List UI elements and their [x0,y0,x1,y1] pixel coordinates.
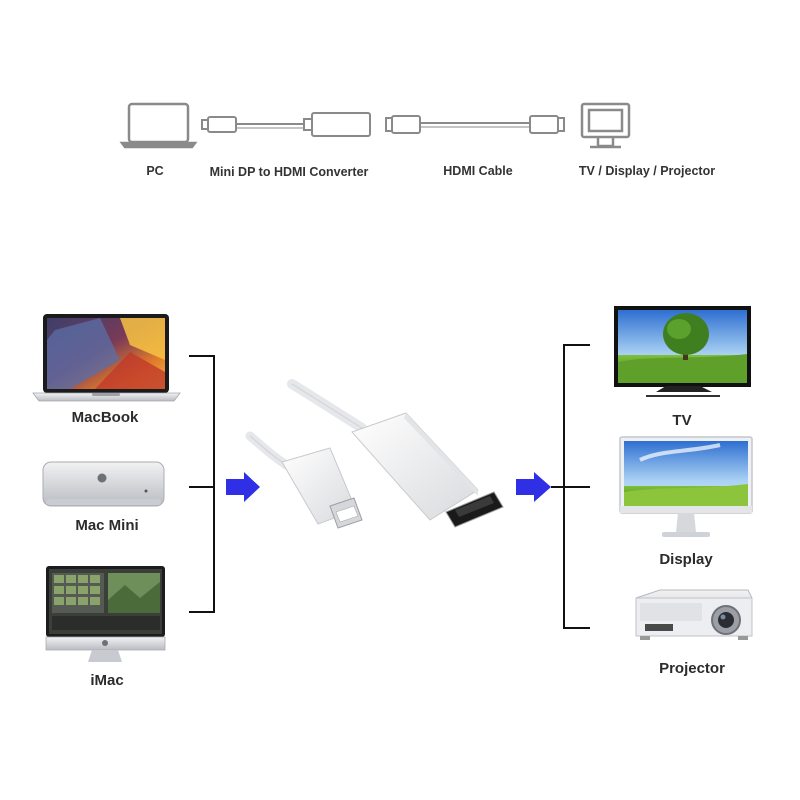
apple-logo-icon [97,473,107,483]
output-devices: TV Display Projector [614,306,753,677]
source-devices: MacBook Mac Mini [32,314,181,689]
projector-label: Projector [659,660,725,677]
converter-label: Mini DP to HDMI Converter [210,165,369,179]
hdmi-cable-icon [385,115,565,134]
right-arrow-icon [516,472,551,502]
display-image [619,436,753,537]
tv-display-projector-label: TV / Display / Projector [579,164,715,178]
monitor-outline-icon [580,102,631,149]
imac-label: iMac [90,672,123,689]
projector-image [635,589,753,640]
mac-mini-image [42,461,165,507]
mini-dp-plug-icon [201,116,237,133]
apple-logo-icon [102,640,108,646]
left-bracket [189,355,215,613]
macbook-label: MacBook [72,409,139,426]
macbook-image [32,314,181,402]
converter-body-icon [303,112,371,137]
tv-label: TV [672,412,691,429]
right-bracket [551,344,590,629]
top-chain: PC Mini DP to HDMI Converter HDMI Cable … [119,102,715,179]
laptop-outline-icon [119,102,198,149]
tv-image [614,306,751,397]
imac-image [45,566,166,662]
left-arrow-icon [226,472,260,502]
adapter-image [245,379,504,529]
display-label: Display [659,551,713,568]
mac-mini-label: Mac Mini [75,517,138,534]
hdmi-cable-label: HDMI Cable [443,164,513,178]
pc-label: PC [146,164,163,178]
